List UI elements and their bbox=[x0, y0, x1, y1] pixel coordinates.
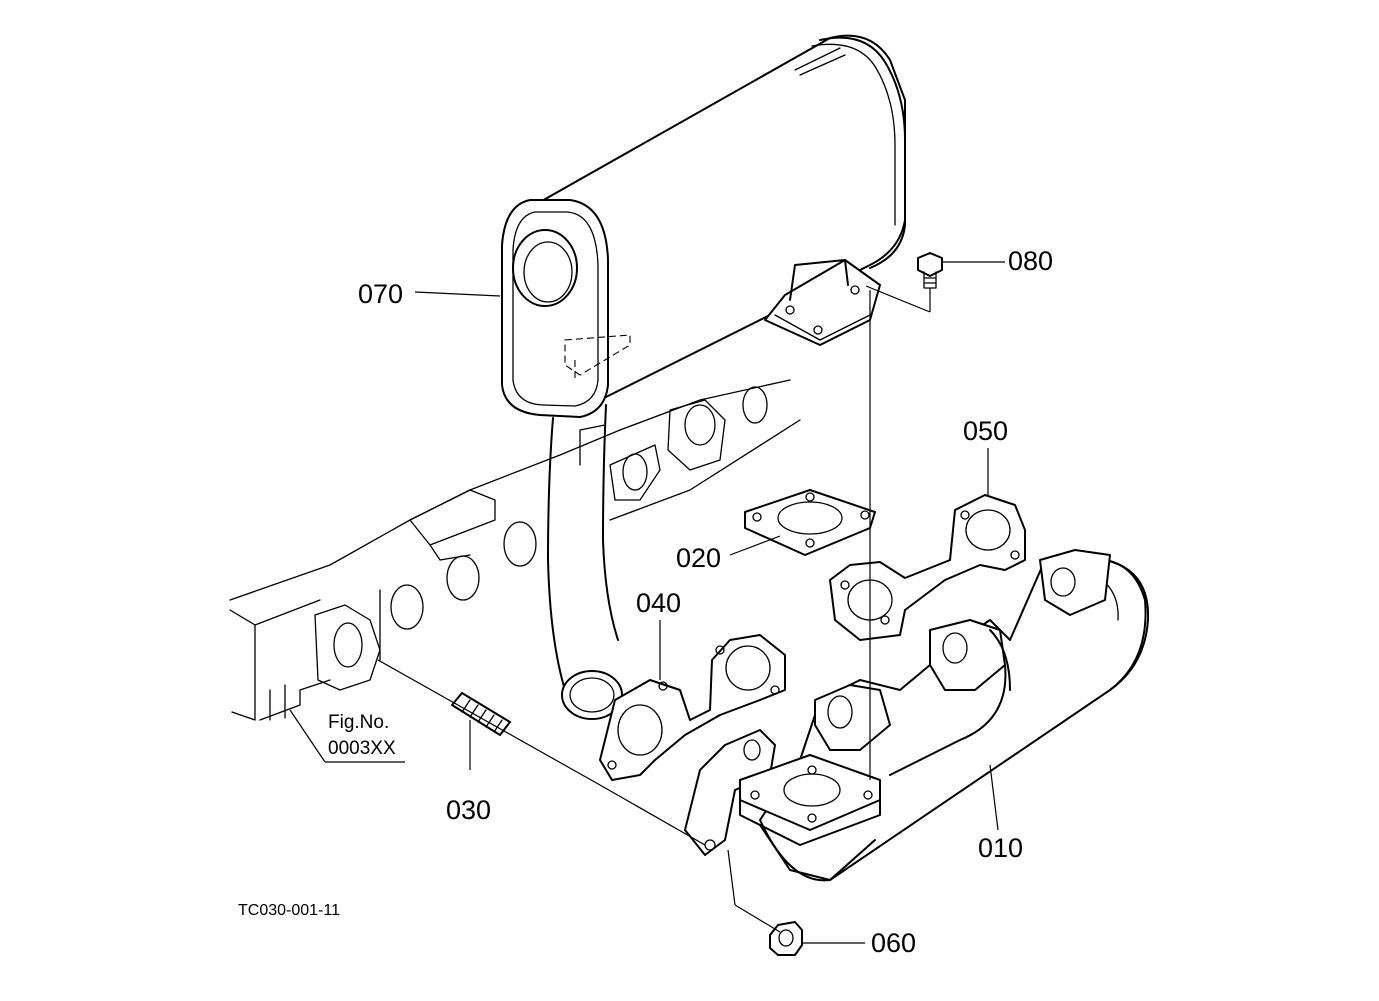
callout-080: 080 bbox=[1008, 246, 1053, 276]
bolt-part-080 bbox=[917, 252, 943, 289]
callout-030: 030 bbox=[446, 795, 491, 825]
callout-060: 060 bbox=[871, 928, 916, 958]
nut-part-060 bbox=[769, 921, 803, 956]
callout-010: 010 bbox=[978, 833, 1023, 863]
callout-050: 050 bbox=[963, 416, 1008, 446]
gasket-part-020 bbox=[744, 489, 876, 556]
fig-ref-label: Fig.No. bbox=[328, 712, 389, 733]
stud-bolt-part-030 bbox=[451, 692, 511, 736]
exhaust-manifold-part-010 bbox=[684, 549, 1150, 882]
callout-070: 070 bbox=[358, 279, 403, 309]
assembly-lines bbox=[377, 285, 931, 933]
muffler-part-070 bbox=[501, 34, 906, 720]
fig-ref-number: 0003XX bbox=[328, 738, 396, 759]
engine-block-outline bbox=[229, 379, 801, 721]
callout-leaders bbox=[289, 261, 1005, 944]
callout-020: 020 bbox=[676, 543, 721, 573]
gasket-part-040 bbox=[599, 634, 786, 781]
drawing-code: TC030-001-11 bbox=[238, 902, 340, 919]
callout-040: 040 bbox=[636, 588, 681, 618]
